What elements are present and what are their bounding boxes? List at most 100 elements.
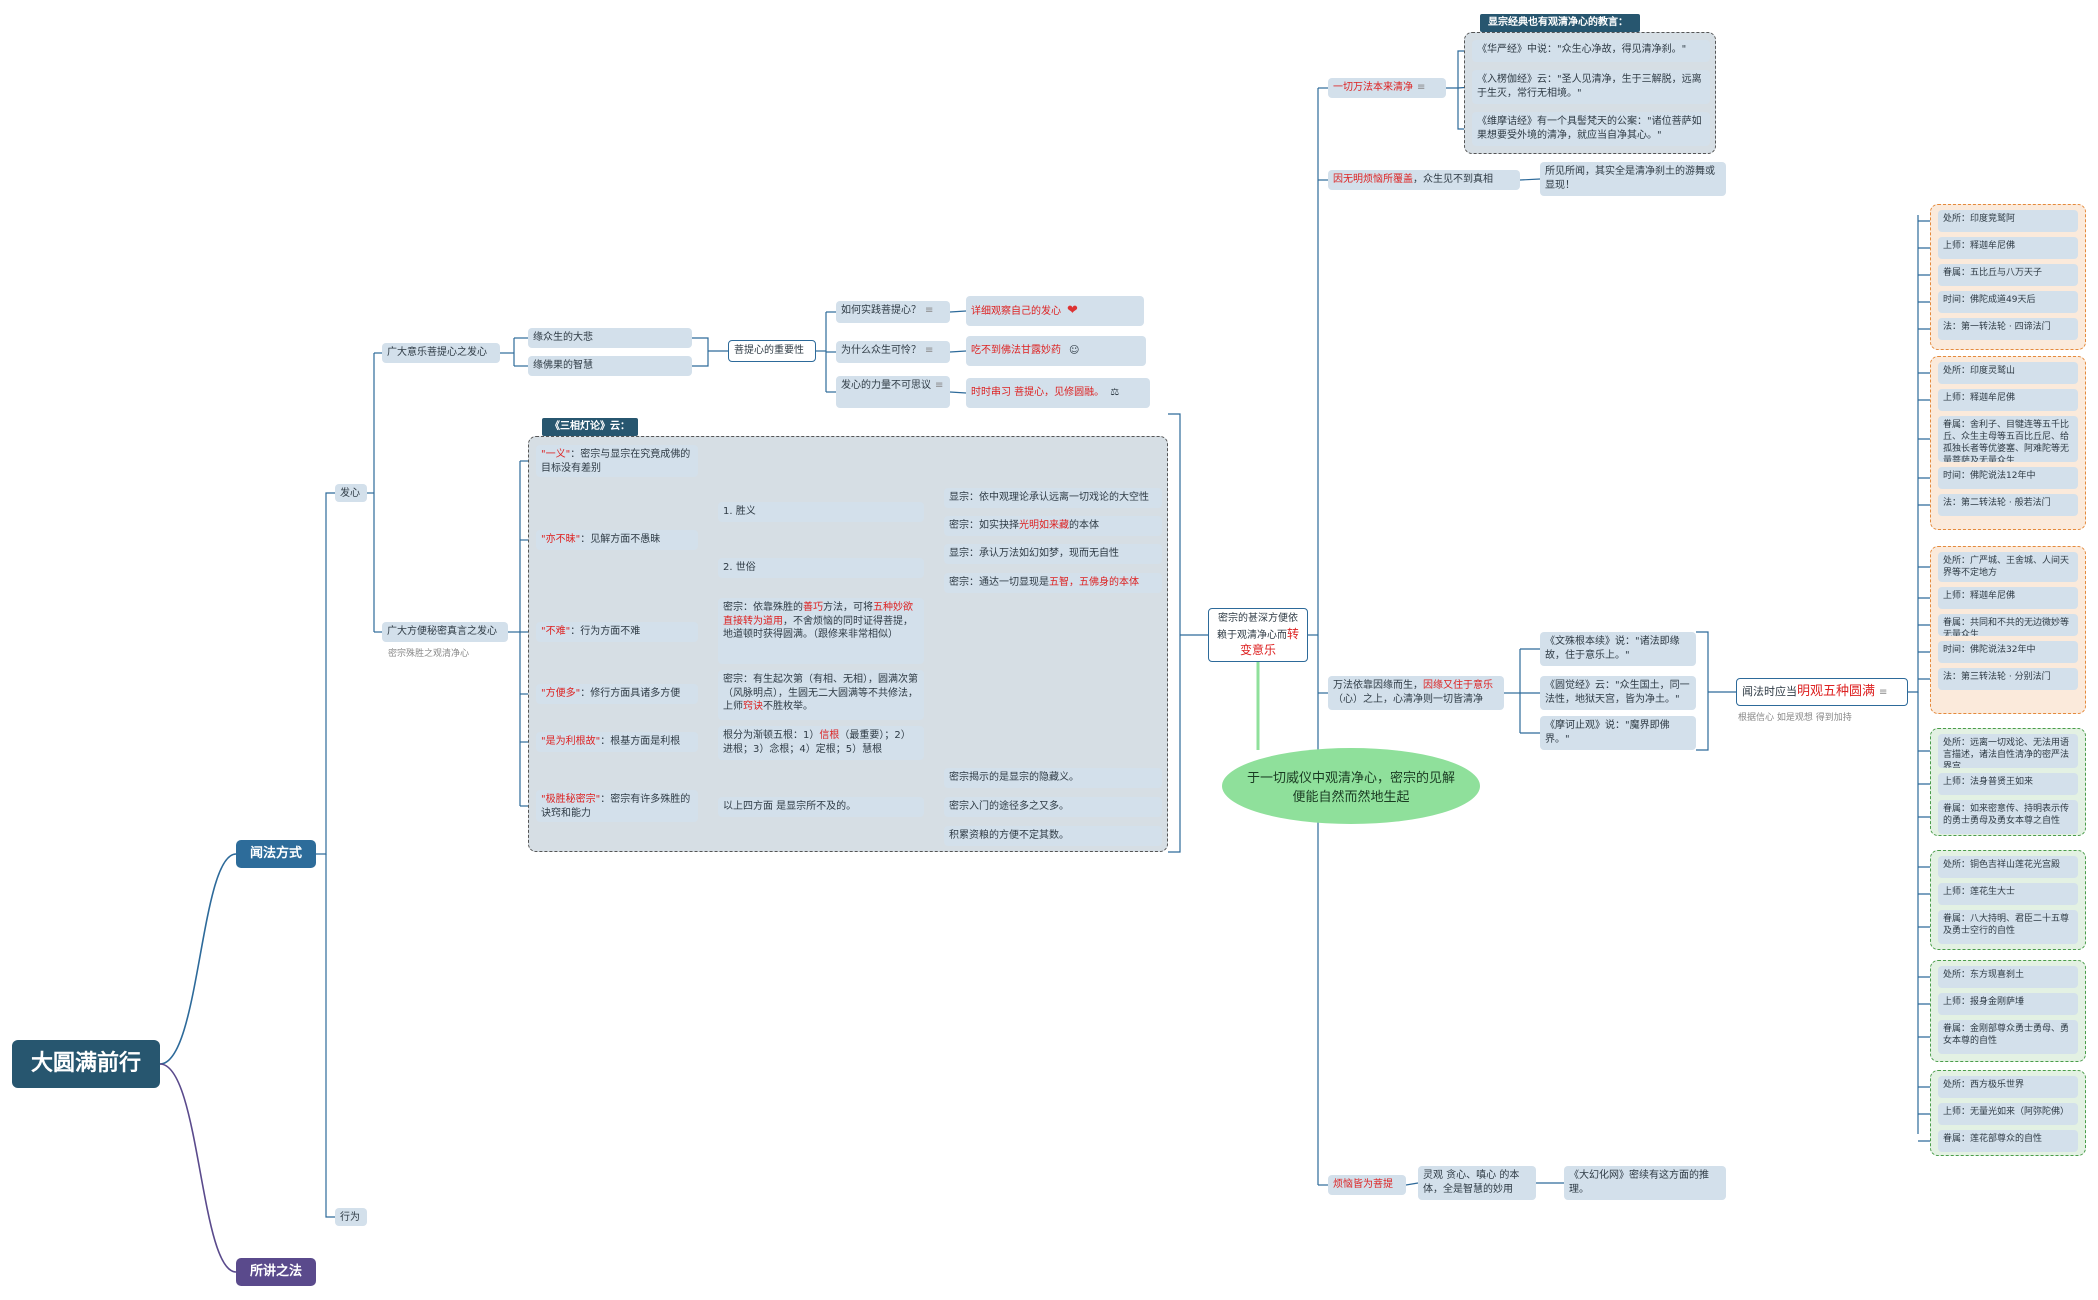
perfection-item[interactable]: 上师：释迦牟尼佛 [1938, 587, 2078, 609]
perfection-item[interactable]: 时间：佛陀说法32年中 [1938, 641, 2078, 663]
quote-weimo[interactable]: 《维摩诘经》有一个具髻梵天的公案："诸位菩萨如果想要受外境的清净，就应当自净其心… [1472, 112, 1710, 146]
item-sy2[interactable]: 密宗：如实抉择光明如来藏的本体 [944, 516, 1162, 536]
item-jisheng-mid[interactable]: 以上四方面 是显宗所不及的。 [718, 797, 924, 817]
perfection-item[interactable]: 处所：印度竞鹫阿 [1938, 210, 2078, 232]
item-fangbian[interactable]: "方便多"：修行方面具诸多方便 [536, 684, 698, 704]
perfection-item[interactable]: 时间：佛陀说法12年中 [1938, 467, 2078, 489]
ligen-detail-a: 根分为渐顿五根：1） [723, 730, 820, 741]
item-ligen-detail[interactable]: 根分为渐顿五根：1）信根（最重要）；2）进根；3）念根；4）定根；5）慧根 [718, 726, 924, 760]
topic-fannao-ans[interactable]: 《大幻化网》密续有这方面的推理。 [1564, 1166, 1726, 1200]
topic-fannao[interactable]: 烦恼皆为菩提 [1328, 1175, 1406, 1195]
topic-wuming[interactable]: 因无明烦恼所覆盖，众生见不到真相 [1328, 170, 1520, 190]
perfection-item[interactable]: 上师：释迦牟尼佛 [1938, 237, 2078, 259]
fangbian-detail-c: 不胜枚举。 [763, 701, 813, 712]
item-shengyi[interactable]: 1. 胜义 [718, 502, 924, 522]
connector [1519, 178, 1541, 181]
perfection-item[interactable]: 处所：印度灵鹫山 [1938, 362, 2078, 384]
fangfa-c: （心）之上，心清净则一切皆清净 [1333, 693, 1483, 705]
answer-2[interactable]: 吃不到佛法甘露妙药☺ [966, 336, 1146, 366]
question-2[interactable]: 为什么众生可怜？≡ [836, 341, 950, 363]
connector [1696, 631, 1709, 751]
mizong-a: 密宗的甚深方便依赖于观清净心而 [1216, 613, 1298, 641]
item-yibumei[interactable]: "亦不昧"：见解方面不愚昧 [536, 530, 698, 550]
center-bubble-text: 于一切威仪中观清净心，密宗的见解便能自然而然地生起 [1246, 771, 1455, 805]
item-js1[interactable]: 密宗揭示的是显宗的隐藏义。 [944, 768, 1162, 788]
item-ss2[interactable]: 密宗：通达一切显现是五智，五佛身的本体 [944, 573, 1162, 593]
item-fangbian-detail[interactable]: 密宗：有生起次第（有相、无相），圆满次第（风脉明点），生圆无二大圆满等不共修法，… [718, 670, 924, 720]
bunan-detail-b: 善巧 [803, 602, 823, 613]
perfection-item[interactable]: 眷属：八大持明、君臣二十五尊及勇士空行的自性 [1938, 910, 2078, 944]
branch-suojiang[interactable]: 所讲之法 [236, 1258, 316, 1286]
topic-fangfa[interactable]: 万法依靠因缘而生，因缘又住于意乐（心）之上，心清净则一切皆清净 [1328, 676, 1504, 710]
quote-lengqie[interactable]: 《入楞伽经》云："圣人见清净，生于三解脱，远离于生灭，常行无相境。" [1472, 70, 1710, 104]
root-topic[interactable]: 大圆满前行 [12, 1040, 160, 1088]
ligen-detail-c: （最重要）；2）进根；3）念根；4）定根；5）慧根 [723, 730, 911, 755]
topic-faxin[interactable]: 发心 [335, 484, 367, 502]
answer-3-text: 时时串习 菩提心，见修圆融。 [971, 387, 1105, 398]
answer-1[interactable]: 详细观察自己的发心❤ [966, 296, 1144, 326]
topic-guangda-fangbian[interactable]: 广大方便秘密真言之发心 [382, 622, 508, 642]
perfection-item[interactable]: 处所：远离一切戏论、无法用语言描述，诸法自性清净的密严法界宫 [1938, 734, 2078, 768]
item-ss1[interactable]: 显宗：承认万法如幻如梦，现而无自性 [944, 544, 1162, 564]
perfection-item[interactable]: 眷属：莲花部尊众的自性 [1938, 1130, 2078, 1152]
topic-qingjing[interactable]: 一切万法本来清净≡ [1328, 78, 1446, 98]
question-2-text: 为什么众生可怜？ [841, 345, 921, 356]
item-bunan[interactable]: "不难"：行为方面不难 [536, 622, 698, 642]
yiyi-rest: ：密宗与显宗在究竟成佛的目标没有差别 [541, 449, 691, 474]
wuming-b: 所覆盖 [1383, 174, 1413, 185]
item-shisu[interactable]: 2. 世俗 [718, 558, 924, 578]
perfection-item[interactable]: 眷属：共同和不共的无边微妙等无量众生 [1938, 614, 2078, 636]
perfection-item[interactable]: 眷属：如来密意传、持明表示传的勇士勇母及勇女本尊之自性 [1938, 800, 2078, 834]
yibumei-key: "亦不昧" [541, 534, 581, 545]
scale-icon: ⚖ [1110, 387, 1120, 398]
item-js2[interactable]: 密宗入门的途径多之又多。 [944, 797, 1162, 817]
branch-wenfa[interactable]: 闻法方式 [236, 840, 316, 868]
topic-wenfa-shi[interactable]: 闻法时应当明观五种圆满≡ [1736, 678, 1908, 706]
quote-mohe[interactable]: 《摩诃止观》说："魔界即佛界。" [1540, 716, 1696, 750]
perfection-item[interactable]: 上师：报身金刚萨埵 [1938, 993, 2078, 1015]
topic-mizong[interactable]: 密宗的甚深方便依赖于观清净心而转变意乐 [1208, 608, 1308, 662]
perfection-item[interactable]: 处所：广严城、王舍城、人间天界等不定地方 [1938, 552, 2078, 582]
sy2-c: 的本体 [1069, 520, 1099, 531]
quote-wenshu[interactable]: 《文殊根本续》说："诸法即缘故，住于意乐上。" [1540, 632, 1696, 666]
quote-huayan[interactable]: 《华严经》中说："众生心净故，得见清净刹。" [1472, 40, 1710, 62]
perfection-item[interactable]: 处所：铜色吉祥山莲花光宫殿 [1938, 856, 2078, 878]
connector [949, 350, 967, 353]
item-ligen[interactable]: "是为利根故"：根基方面是利根 [536, 732, 698, 752]
note-icon: ≡ [935, 380, 944, 391]
perfection-item[interactable]: 上师：法身普贤王如来 [1938, 773, 2078, 795]
item-yiyi[interactable]: "一义"：密宗与显宗在究竟成佛的目标没有差别 [536, 445, 698, 477]
topic-wuming-ans[interactable]: 所见所闻，其实全是清净刹土的游舞或显现！ [1540, 162, 1726, 196]
perfection-item[interactable]: 法：第二转法轮 · 般若法门 [1938, 494, 2078, 516]
perfection-item[interactable]: 处所：东方现喜刹土 [1938, 966, 2078, 988]
question-1[interactable]: 如何实践菩提心？≡ [836, 301, 950, 323]
item-jisheng[interactable]: "极胜秘密宗"：密宗有许多殊胜的诀窍和能力 [536, 790, 698, 822]
perfection-item[interactable]: 上师：释迦牟尼佛 [1938, 389, 2078, 411]
perfection-item[interactable]: 眷属：舍利子、目犍连等五千比丘、众生主母等五百比丘尼、给孤独长者等优婆塞、阿难陀… [1938, 416, 2078, 462]
perfection-item[interactable]: 眷属：五比丘与八万天子 [1938, 264, 2078, 286]
question-3[interactable]: 发心的力量不可思议≡ [836, 376, 950, 408]
quote-yuanjue[interactable]: 《圆觉经》云："众生国土，同一法性，地狱天宫，皆为净土。" [1540, 676, 1696, 710]
topic-guangda-yile[interactable]: 广大意乐菩提心之发心 [382, 343, 500, 363]
topic-duizhong[interactable]: 缘众生的大悲 [528, 328, 692, 348]
answer-3[interactable]: 时时串习 菩提心，见修圆融。 ⚖ [966, 378, 1150, 408]
perfection-item[interactable]: 上师：无量光如来（阿弥陀佛） [1938, 1103, 2078, 1125]
bunan-detail-e: ，不舍烦恼的同时证得菩提，地道顿时获得圆满。（跟修来非常相似） [723, 615, 913, 641]
topic-yuanfo[interactable]: 缘佛果的智慧 [528, 356, 692, 376]
topic-zhongyao[interactable]: 菩提心的重要性 [728, 340, 816, 362]
item-js3[interactable]: 积累资粮的方便不定其数。 [944, 826, 1162, 846]
perfection-item[interactable]: 时间：佛陀成道49天后 [1938, 291, 2078, 313]
item-bunan-detail[interactable]: 密宗：依靠殊胜的善巧方法，可将五种妙欲直接转为道用，不舍烦恼的同时证得菩提，地道… [718, 598, 924, 664]
sanxiang-tag: 《三相灯论》云： [542, 418, 638, 436]
center-bubble[interactable]: 于一切威仪中观清净心，密宗的见解便能自然而然地生起 [1222, 748, 1480, 824]
item-sy1[interactable]: 显宗：依中观理论承认远离一切戏论的大空性 [944, 488, 1162, 508]
perfection-item[interactable]: 眷属：金刚部尊众勇士勇母、勇女本尊的自性 [1938, 1020, 2078, 1054]
perfection-item[interactable]: 上师：莲花生大士 [1938, 883, 2078, 905]
topic-fannao-mid[interactable]: 灵观 贪心、嗔心 的本体，全是智慧的妙用 [1418, 1166, 1536, 1200]
fannao-text: 烦恼皆为菩提 [1333, 1179, 1393, 1190]
topic-xingwei[interactable]: 行为 [335, 1208, 367, 1226]
perfection-item[interactable]: 处所：西方极乐世界 [1938, 1076, 2078, 1098]
fangbian-detail-a: 密宗：有生起次第（有相、无相），圆满次第（风脉明点），生圆无二大圆满等不共修法，… [723, 674, 918, 712]
perfection-item[interactable]: 法：第一转法轮 · 四谛法门 [1938, 318, 2078, 340]
perfection-item[interactable]: 法：第三转法轮 · 分别法门 [1938, 668, 2078, 690]
